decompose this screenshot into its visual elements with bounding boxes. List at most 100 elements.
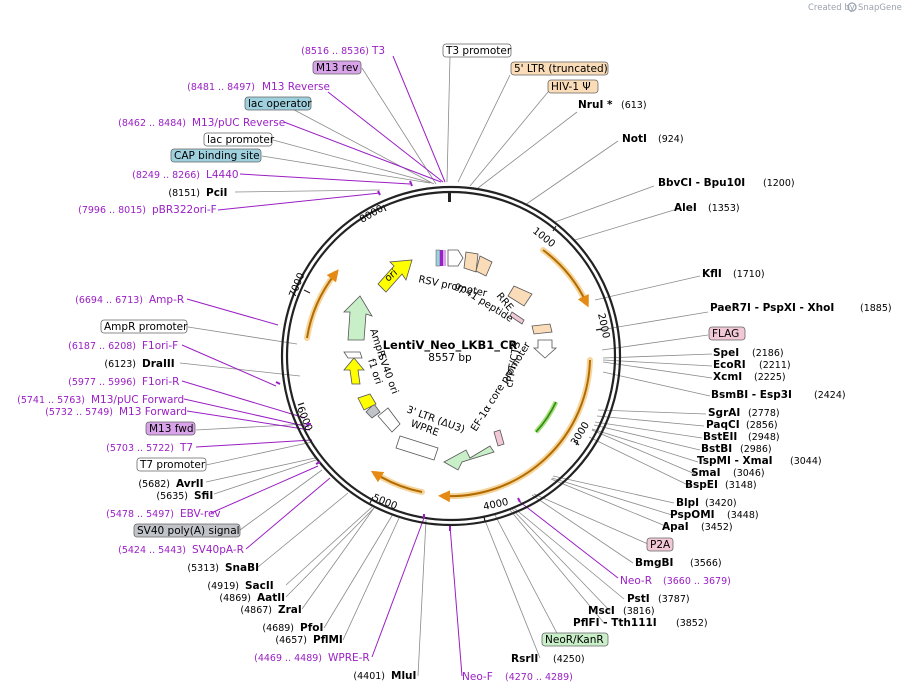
- backbone-outer: [280, 185, 622, 527]
- map-title: LentiV_Neo_LKB1_CR: [383, 338, 518, 353]
- enzyme-pspomi: PspOMI: [670, 509, 715, 521]
- svg-text:FLAG: FLAG: [712, 328, 739, 340]
- enzyme-tspmi-pos: (3044): [790, 456, 822, 467]
- svg-text:AmpR promoter: AmpR promoter: [104, 321, 188, 333]
- enzyme-sacii: SacII: [245, 580, 274, 592]
- enzyme-draiii-pos: (6123): [104, 359, 136, 370]
- enzyme-pflfi-pos: (3852): [676, 618, 708, 629]
- credit-prefix: Created by: [808, 3, 855, 13]
- box-cap-binding-site: CAP binding site: [170, 148, 262, 163]
- box-hiv-psi: HIV-1 Ψ: [547, 79, 599, 94]
- primer-f1ori-r-pos: (5977 .. 5996): [68, 377, 136, 388]
- box-p2a: P2A: [646, 537, 674, 552]
- box-lac-operator: lac operator: [244, 96, 312, 111]
- enzyme-bspei: BspEI: [685, 479, 718, 491]
- orf-arrows: [306, 249, 591, 503]
- enzyme-spei-pos: (2186): [752, 348, 784, 359]
- svg-text:T3 promoter: T3 promoter: [445, 45, 512, 57]
- flag-block: [493, 429, 505, 447]
- box-lac-promoter: lac promoter: [203, 132, 275, 147]
- svg-text:lac operator: lac operator: [248, 98, 312, 110]
- lac-operator-block: [435, 249, 441, 267]
- enzyme-sacii-pos: (4919): [207, 581, 239, 592]
- primer-sv40pa-r: SV40pA-R: [192, 544, 244, 556]
- box-5ltr: 5' LTR (truncated): [510, 61, 609, 76]
- primer-t3: T3: [371, 45, 385, 57]
- svg-text:HIV-1 Ψ: HIV-1 Ψ: [551, 81, 591, 93]
- enzyme-pflmi-pos: (4657): [275, 635, 307, 646]
- primer-amp-r-pos: (6694 .. 6713): [75, 295, 143, 306]
- primer-wpre-r: WPRE-R: [328, 652, 370, 664]
- enzyme-paer7i-pos: (1885): [860, 303, 892, 314]
- enzyme-apai-pos: (3452): [701, 522, 733, 533]
- f1ori-arrow: [343, 357, 365, 385]
- ori-arrow: [377, 259, 413, 293]
- enzyme-paqci-pos: (2856): [746, 420, 778, 431]
- enzyme-paer7i: PaeR7I - PspXI - XhoI: [710, 302, 834, 314]
- snapgene-logo-icon: [847, 2, 857, 12]
- box-m13-fwd: M13 fwd: [145, 421, 196, 436]
- primer-block-top: [440, 250, 443, 266]
- enzyme-bstbi: BstBI: [701, 443, 732, 455]
- primer-f1ori-f-pos: (6187 .. 6208): [68, 341, 136, 352]
- primer-l4440: L4440: [206, 169, 239, 181]
- enzyme-alei-pos: (1353): [708, 203, 740, 214]
- enzyme-xcmi: XcmI: [713, 371, 742, 383]
- ltr-block: [463, 251, 479, 273]
- enzyme-rsrii-pos: (4250): [553, 654, 585, 665]
- enzyme-alei: AleI: [674, 202, 697, 214]
- ampr-arrow: [343, 295, 373, 341]
- enzyme-kfli: KflI: [702, 268, 722, 280]
- enzyme-bsmbi-pos: (2424): [814, 390, 846, 401]
- enzyme-ecori: EcoRI: [713, 359, 746, 371]
- map-length: 8557 bp: [428, 352, 472, 364]
- svg-text:CAP binding site: CAP binding site: [174, 150, 260, 162]
- enzyme-draiii: DraIII: [142, 358, 175, 370]
- primer-m13-forward: M13 Forward: [119, 406, 187, 418]
- enzyme-psti: PstI: [627, 593, 650, 605]
- enzyme-spei: SpeI: [713, 347, 739, 359]
- enzyme-bsmbi: BsmBI - Esp3I: [711, 389, 792, 401]
- inner-label-ef1a: EF-1α core promoter: [469, 340, 533, 434]
- enzyme-aatii: AatII: [257, 592, 285, 604]
- enzyme-nrui-pos: (613): [621, 100, 647, 111]
- leader-lines: [179, 55, 713, 677]
- enzyme-pfoi: PfoI: [300, 622, 323, 634]
- origin-marker: [448, 192, 451, 202]
- enzyme-bbvci: BbvCI - Bpu10I: [658, 177, 745, 189]
- enzyme-blpi-pos: (3420): [705, 498, 737, 509]
- rre-block: [507, 285, 533, 307]
- enzyme-pflfi: PflFI - Tth111I: [573, 617, 657, 629]
- svg-text:M13 rev: M13 rev: [316, 62, 359, 74]
- primer-t7-pos: (5703 .. 5722): [106, 443, 174, 454]
- enzyme-paqci: PaqCI: [706, 419, 740, 431]
- enzyme-avrii: AvrII: [176, 478, 204, 490]
- tick-label-2000: 2000: [595, 312, 611, 339]
- box-neor-kanr: NeoR/KanR: [541, 632, 609, 647]
- enzyme-bsteii: BstEII: [703, 431, 737, 443]
- svg-text:P2A: P2A: [650, 539, 671, 551]
- ef1a-promoter-arrow: [532, 339, 558, 359]
- primer-m13-reverse-pos: (8481 .. 8497): [187, 82, 255, 93]
- svg-text:M13 fwd: M13 fwd: [149, 423, 194, 435]
- neor-arrow: [443, 445, 495, 471]
- enzyme-msci-pos: (3816): [623, 606, 655, 617]
- backbone-ticks: [297, 204, 603, 523]
- enzyme-msci: MscI: [588, 605, 615, 617]
- tick-label-7000: 7000: [288, 271, 308, 299]
- m13-rev-block: [443, 250, 446, 266]
- primer-m13-forward-pos: (5732 .. 5749): [45, 407, 113, 418]
- enzyme-mlui-pos: (4401): [353, 671, 385, 682]
- enzyme-sfii: SfiI: [194, 490, 213, 502]
- enzyme-pflmi: PflMI: [313, 634, 343, 646]
- enzyme-xcmi-pos: (2225): [754, 372, 786, 383]
- ampr-promoter-block: [343, 351, 363, 359]
- enzyme-bspei-pos: (3148): [725, 480, 757, 491]
- primer-pbr322ori-f-pos: (7996 .. 8015): [78, 205, 146, 216]
- enzyme-aatii-pos: (4869): [219, 593, 251, 604]
- enzyme-bstbi-pos: (2986): [740, 444, 772, 455]
- enzyme-zrai: ZraI: [278, 604, 302, 616]
- enzyme-nrui: NruI *: [578, 99, 613, 111]
- enzyme-blpi: BlpI: [676, 497, 699, 509]
- box-m13-rev: M13 rev: [312, 60, 362, 75]
